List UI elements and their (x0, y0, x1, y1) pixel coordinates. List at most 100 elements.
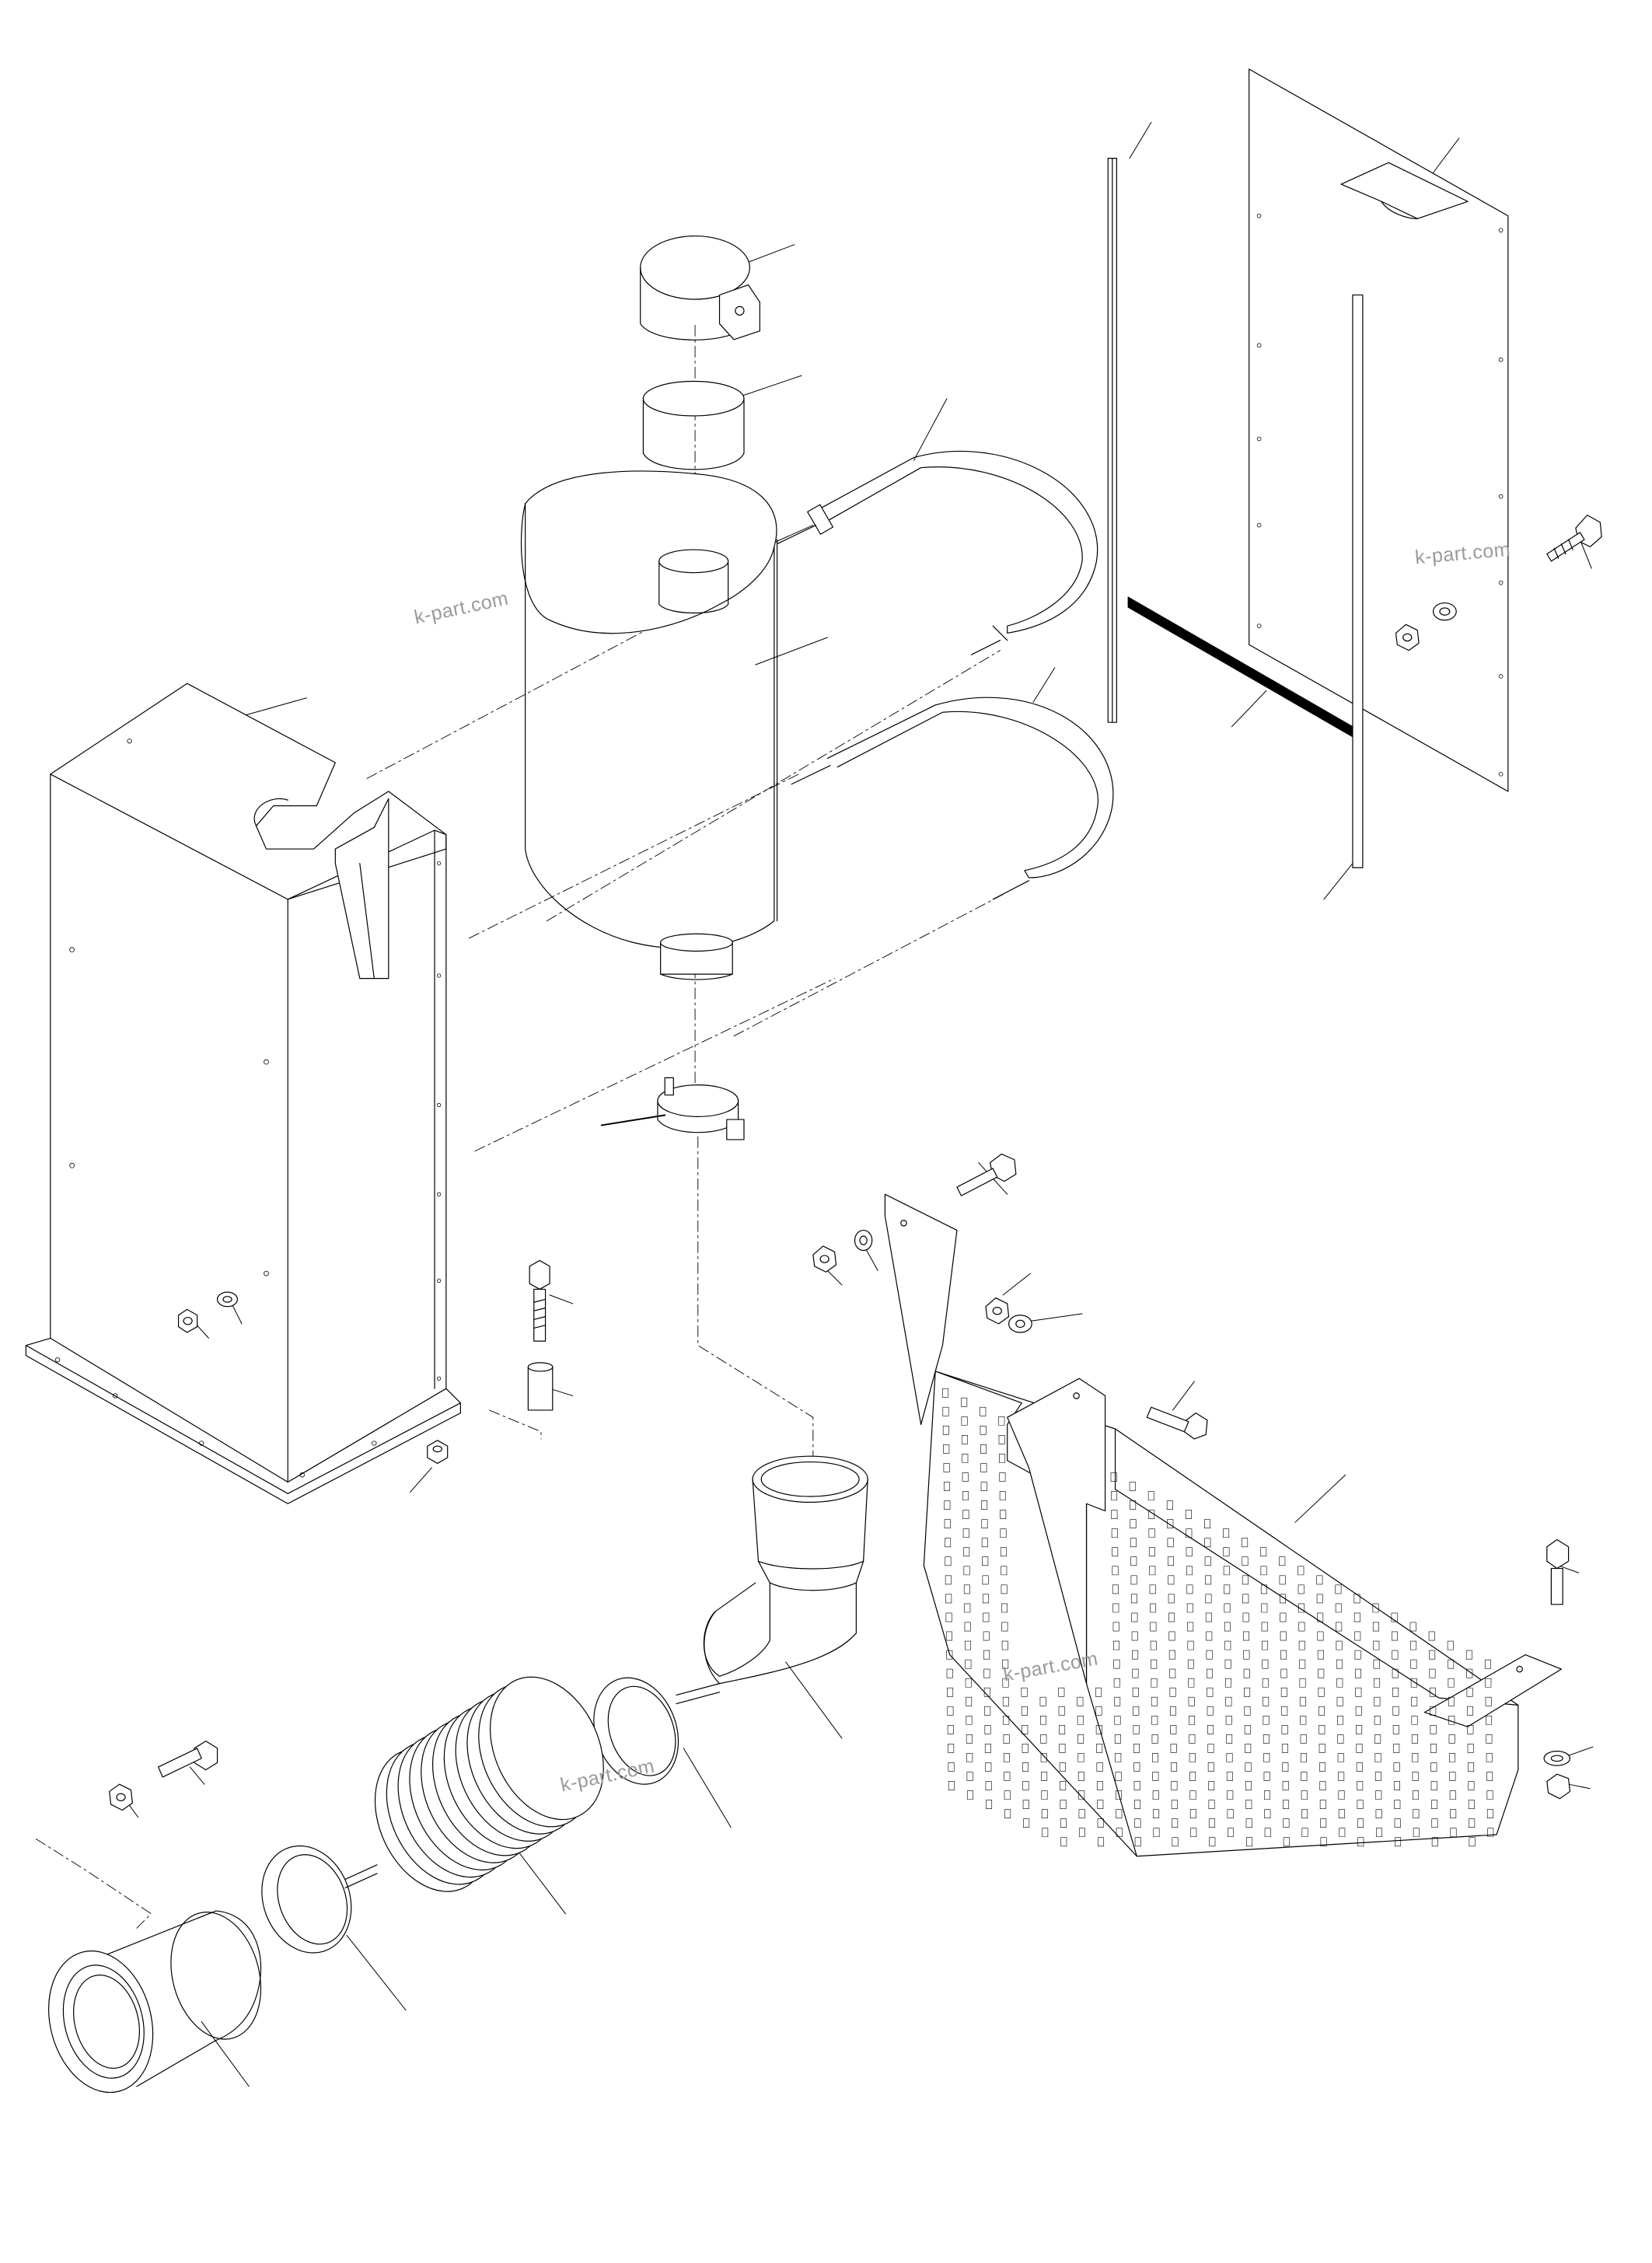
tailpipe-flange (33, 1902, 274, 2104)
perforation-hole (1114, 1697, 1119, 1706)
perforation-hole (1004, 1810, 1010, 1818)
perforation-hole (945, 1520, 950, 1528)
perforation-hole (1188, 1660, 1193, 1668)
perforation-hole (1299, 1622, 1304, 1631)
perforation-hole (1392, 1650, 1398, 1659)
guard-nut-washer-right (1544, 1751, 1570, 1799)
perforation-hole (1338, 1734, 1343, 1743)
bellows-ring (468, 1659, 625, 1839)
perforation-hole (1187, 1604, 1193, 1612)
perforation-hole (945, 1501, 950, 1510)
perforation-hole (1412, 1734, 1417, 1743)
perforation-hole (1170, 1688, 1175, 1696)
side-rail (1108, 159, 1116, 723)
panel-bolt (1547, 515, 1601, 561)
perforation-hole (945, 1594, 951, 1603)
perforation-hole (965, 1604, 970, 1612)
perforation-hole (986, 1800, 991, 1809)
perforation-hole (948, 1781, 954, 1790)
cover-panel (1249, 69, 1508, 791)
perforation-hole (1281, 1669, 1287, 1678)
perforation-hole (1469, 1819, 1475, 1828)
perforation-hole (1284, 1838, 1289, 1846)
perforation-hole (1171, 1744, 1176, 1752)
perforation-hole (1095, 1688, 1101, 1696)
perforation-hole (1170, 1669, 1175, 1678)
perforation-hole (1041, 1753, 1046, 1762)
perforation-hole (1130, 1482, 1135, 1490)
perforation-hole (967, 1753, 973, 1762)
perforation-hole (1354, 1594, 1360, 1603)
perforation-hole (983, 1576, 988, 1584)
perforation-hole (1060, 1819, 1066, 1828)
perforation-hole (1283, 1762, 1288, 1771)
perforation-hole (1228, 1791, 1233, 1800)
u-bolt-strap-lower (791, 697, 1113, 899)
perforation-hole (1114, 1660, 1119, 1668)
perforation-hole (966, 1678, 971, 1687)
perforation-hole (1280, 1632, 1286, 1640)
perforation-hole (1244, 1650, 1249, 1659)
perforation-hole (1111, 1472, 1116, 1481)
perforation-hole (1280, 1557, 1285, 1566)
perforation-hole (1317, 1613, 1322, 1622)
perforation-hole (1245, 1725, 1250, 1734)
perforation-hole (980, 1426, 986, 1434)
perforation-hole (1413, 1791, 1418, 1800)
perforation-hole (1003, 1697, 1008, 1706)
perforation-hole (1148, 1510, 1154, 1519)
perforation-hole (1132, 1632, 1137, 1640)
perforation-hole (1223, 1529, 1228, 1538)
tailpipe-bolt (159, 1741, 218, 1777)
perforation-hole (1355, 1669, 1360, 1678)
perforation-hole (1149, 1529, 1154, 1538)
perforation-hole (1079, 1828, 1084, 1837)
perforation-hole (1357, 1781, 1363, 1790)
perforation-hole (985, 1744, 990, 1752)
perforation-hole (1206, 1613, 1211, 1622)
vertical-seal-strip (1353, 295, 1363, 868)
perforation-hole (1486, 1734, 1492, 1743)
perforation-hole (1210, 1838, 1215, 1846)
perforation-hole (1394, 1781, 1399, 1790)
left-housing (26, 683, 460, 1503)
perforation-hole (1114, 1678, 1119, 1687)
perforation-hole (1300, 1697, 1305, 1706)
perforation-hole (1001, 1566, 1007, 1575)
perforation-hole (1153, 1791, 1158, 1800)
perforation-hole (1245, 1744, 1250, 1752)
perforation-hole (1169, 1650, 1175, 1659)
perforation-hole (1487, 1810, 1493, 1818)
guard-perforations (942, 1388, 1493, 1846)
perforation-hole (1357, 1744, 1362, 1752)
perforation-hole (1134, 1762, 1140, 1771)
perforation-hole (1449, 1716, 1455, 1724)
perforation-hole (1224, 1566, 1229, 1575)
perforation-hole (1059, 1725, 1064, 1734)
perforation-hole (1167, 1501, 1172, 1510)
perforation-hole (1298, 1585, 1304, 1594)
perforation-hole (1246, 1800, 1252, 1809)
perforation-hole (1354, 1613, 1360, 1622)
perforation-hole (1205, 1576, 1210, 1584)
perforation-hole (1116, 1753, 1121, 1762)
perforation-hole (1150, 1585, 1155, 1594)
perforation-hole (1299, 1641, 1304, 1650)
perforation-hole (1319, 1744, 1325, 1752)
perforation-hole (1320, 1781, 1325, 1790)
perforation-hole (1004, 1716, 1009, 1724)
perforation-hole (1168, 1594, 1174, 1603)
perforation-hole (1246, 1838, 1252, 1846)
perforation-hole (1264, 1791, 1270, 1800)
perforation-hole (1079, 1791, 1084, 1800)
perforation-hole (1280, 1576, 1285, 1584)
perforation-hole (964, 1566, 969, 1575)
perforation-hole (1281, 1688, 1287, 1696)
perforation-hole (1299, 1660, 1304, 1668)
perforation-hole (1023, 1819, 1029, 1828)
perforation-hole (1301, 1772, 1307, 1780)
perforation-hole (1189, 1697, 1194, 1706)
perforation-hole (1097, 1762, 1102, 1771)
perforation-hole (1356, 1706, 1361, 1715)
